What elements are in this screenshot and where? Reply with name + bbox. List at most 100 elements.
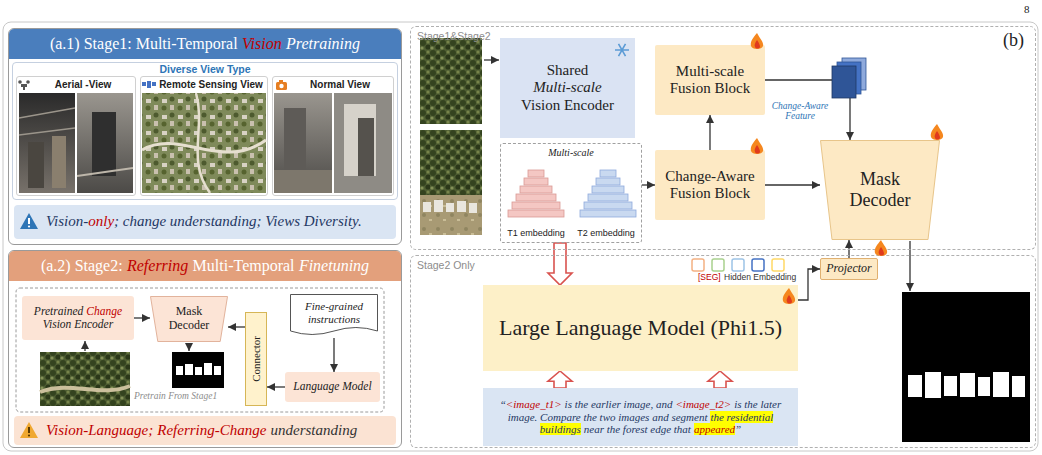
mask-image xyxy=(960,373,975,397)
encoder-box: SharedMulti-scaleVision Encoder xyxy=(500,38,635,138)
satellite-photo xyxy=(420,195,482,235)
text-holder: Change-Aware Fusion Block xyxy=(655,150,765,220)
node-text: Vision- xyxy=(46,213,88,229)
encoder-box: PretrainedChangeVision Encoder xyxy=(22,296,134,340)
t1-pyramid xyxy=(520,186,552,193)
mask-image xyxy=(908,375,922,397)
aerial-photo xyxy=(92,112,116,176)
warning-icon xyxy=(20,422,38,438)
warning-icon xyxy=(28,218,30,224)
mask-image xyxy=(185,364,193,375)
mask-image xyxy=(925,372,941,398)
snowflake-icon xyxy=(615,44,629,56)
indoor-photo xyxy=(334,93,392,193)
feature-map-icon xyxy=(832,66,856,98)
text-block: Stage2 Only xyxy=(417,259,475,271)
note-text: Pretrain From Stage1 xyxy=(134,391,217,401)
arrow-connector xyxy=(765,184,820,185)
feature-label: Change-Aware Feature xyxy=(770,101,830,121)
node-text: Vision-Language; xyxy=(46,422,153,438)
satellite-photo xyxy=(434,200,443,212)
text-block: (a.1) Stage1: Multi-TemporalVisionPretra… xyxy=(50,35,360,53)
text-holder: Multi-scale Fusion Block xyxy=(655,45,765,115)
stage2-panel: (a.2) Stage2:ReferringMulti-TemporalFine… xyxy=(8,250,402,448)
node-text: Connector xyxy=(250,336,262,382)
drone-icon xyxy=(26,80,30,84)
hidden-embedding-tokens xyxy=(752,259,764,271)
warning-icon xyxy=(28,434,30,436)
node-text: <image_t2> xyxy=(675,398,731,410)
text-holder: Remote Sensing View xyxy=(155,77,267,93)
drone-icon xyxy=(23,87,25,90)
mask-image xyxy=(902,292,1030,442)
node-text: Referring-Change xyxy=(157,422,266,438)
satellite-photo xyxy=(142,93,266,193)
stage1-panel: (a.1) Stage1: Multi-TemporalVisionPretra… xyxy=(8,28,402,245)
text-holder: Mask Decoder xyxy=(820,140,940,240)
shape-outline xyxy=(821,141,940,240)
aerial-photo xyxy=(19,93,75,193)
text-holder: Stage2 Only xyxy=(417,258,577,272)
summary-bar: Vision-only; change understanding; Views… xyxy=(14,205,396,239)
mask-image xyxy=(204,363,212,375)
view-tile: Normal View xyxy=(272,76,394,196)
text-block: PretrainedChangeVision Encoder xyxy=(34,305,122,331)
indoor-photo xyxy=(358,118,374,176)
text-block: Normal View xyxy=(310,79,370,91)
node-text: Multi-scale xyxy=(548,147,594,158)
text-block: (a.2) Stage2:ReferringMulti-TemporalFine… xyxy=(41,257,369,275)
indoor-photo xyxy=(274,93,332,193)
t1-pyramid xyxy=(508,170,564,217)
text-holder: PretrainedChangeVision Encoder xyxy=(22,296,134,340)
text-block: Connector xyxy=(250,336,263,382)
feature-map-icon xyxy=(832,58,866,98)
projector-box: Projector xyxy=(820,258,878,280)
arrow-line xyxy=(188,343,189,351)
aerial-photo xyxy=(19,93,133,193)
shape-outline xyxy=(151,297,228,342)
node-text: T2 embedding xyxy=(577,228,635,238)
satellite-photo xyxy=(457,201,466,212)
aerial-photo xyxy=(77,93,133,193)
node-text: ; change understanding; Views Diversity. xyxy=(114,213,362,229)
hidden-embedding-tokens xyxy=(772,259,784,271)
arrow-connector xyxy=(798,269,820,300)
instruction-document: Fine-grained instructions xyxy=(290,294,378,338)
shape-outline xyxy=(291,295,378,335)
text-block: Change-Aware Fusion Block xyxy=(659,168,761,203)
hidden-embedding-tokens xyxy=(732,259,744,271)
indoor-photo xyxy=(284,108,306,170)
panel-label: (b) xyxy=(1003,30,1033,51)
flame-icon xyxy=(875,240,887,256)
satellite-icon xyxy=(147,81,151,88)
warning-icon xyxy=(20,213,38,229)
satellite-photo xyxy=(196,93,210,193)
t1-pyramid xyxy=(516,194,556,201)
page-number: 8 xyxy=(1024,3,1040,15)
node-text: Remote Sensing View xyxy=(159,79,263,90)
text-block: Stage1&Stage2 xyxy=(417,30,491,42)
note-text: Pretrain From Stage1 xyxy=(134,391,230,401)
text-holder: Normal View xyxy=(287,77,393,93)
node-text: Stage1&Stage2 xyxy=(417,30,491,42)
text-holder: Aerial -View xyxy=(31,77,135,93)
summary-bar: Vision-Language;Referring-Changeundersta… xyxy=(14,416,396,445)
t2-pyramid xyxy=(584,202,632,209)
text-holder: Connector xyxy=(246,313,266,405)
language-model-box: Language Model xyxy=(285,372,380,402)
text-holder: Diverse View Type xyxy=(13,63,397,76)
t1-pyramid xyxy=(524,178,548,185)
node-text: Large Language Model (Phi1.5) xyxy=(499,315,782,340)
node-text: Mask Decoder xyxy=(169,304,210,332)
warning-icon xyxy=(28,225,30,227)
text-block: SharedMulti-scaleVision Encoder xyxy=(521,62,614,114)
text-holder: Projector xyxy=(821,259,877,279)
aerial-photo xyxy=(28,142,44,188)
flame-icon xyxy=(755,145,760,154)
flame-icon xyxy=(751,33,763,49)
satellite-photo xyxy=(420,130,482,235)
node-text: is the earlier image, and xyxy=(565,398,673,410)
satellite-photo xyxy=(469,203,477,213)
node-text: Multi-scale xyxy=(521,79,614,96)
